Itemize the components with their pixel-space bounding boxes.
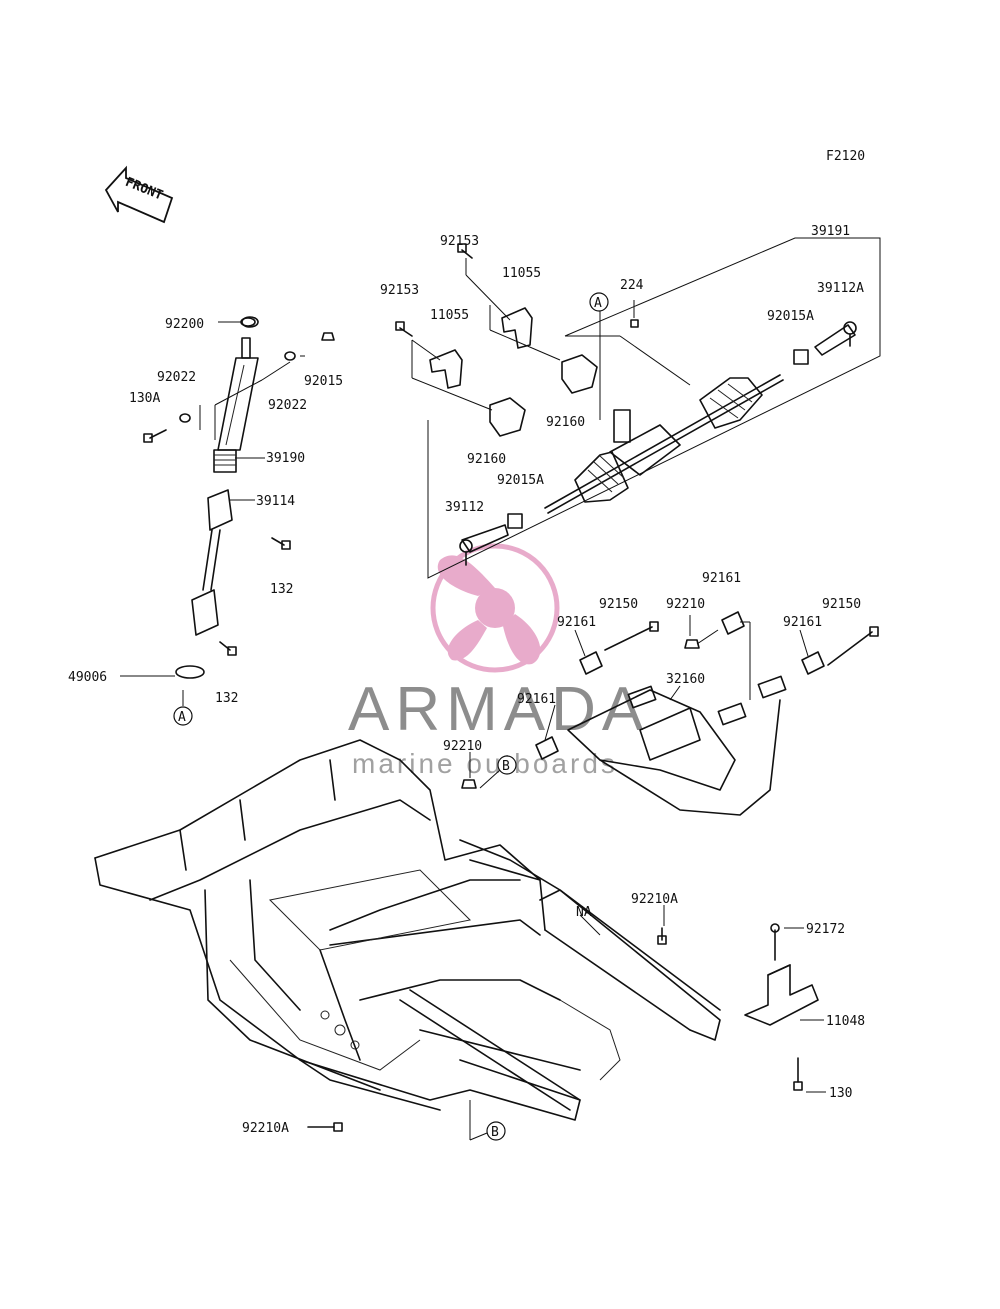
label-39190: 39190 bbox=[266, 451, 305, 466]
callout-b-mid: B bbox=[497, 755, 517, 775]
label-92161-right: 92161 bbox=[783, 615, 822, 630]
label-92161-left: 92161 bbox=[557, 615, 596, 630]
label-39112: 39112 bbox=[445, 500, 484, 515]
label-92161-top: 92161 bbox=[702, 571, 741, 586]
label-92150-right: 92150 bbox=[822, 597, 861, 612]
label-92015A-right: 92015A bbox=[767, 309, 814, 324]
label-39112A: 39112A bbox=[817, 281, 864, 296]
callout-b-bottom: B bbox=[469, 1100, 506, 1141]
main-frame bbox=[94, 739, 721, 1121]
label-92210A-left: 92210A bbox=[242, 1121, 289, 1136]
label-39114: 39114 bbox=[256, 494, 295, 509]
label-130: 130 bbox=[829, 1086, 852, 1101]
label-11055-left: 11055 bbox=[430, 308, 469, 323]
bracket-11048 bbox=[744, 923, 826, 1093]
steering-rack-assembly bbox=[395, 237, 881, 579]
callout-a-top: A bbox=[589, 292, 609, 312]
svg-text:A: A bbox=[594, 296, 602, 311]
label-NA: NA bbox=[576, 905, 592, 920]
part-labels: 39191 92153 11055 92153 224 39112A 11055… bbox=[68, 224, 865, 1136]
callout-a-bottom: A bbox=[173, 706, 193, 726]
svg-text:A: A bbox=[178, 710, 186, 725]
label-132-top: 132 bbox=[270, 582, 293, 597]
svg-text:B: B bbox=[491, 1125, 499, 1140]
label-49006: 49006 bbox=[68, 670, 107, 685]
label-224: 224 bbox=[620, 278, 644, 293]
label-11055-top: 11055 bbox=[502, 266, 541, 281]
label-92015A-left: 92015A bbox=[497, 473, 544, 488]
label-92200: 92200 bbox=[165, 317, 204, 332]
bushings-and-bolts bbox=[461, 611, 879, 789]
label-130A: 130A bbox=[129, 391, 160, 406]
label-92210A-right: 92210A bbox=[631, 892, 678, 907]
label-92210-top: 92210 bbox=[666, 597, 705, 612]
label-92160-left: 92160 bbox=[467, 452, 506, 467]
label-32160: 32160 bbox=[666, 672, 705, 687]
label-11048: 11048 bbox=[826, 1014, 865, 1029]
svg-text:B: B bbox=[502, 759, 510, 774]
label-92161-bottom: 92161 bbox=[517, 692, 556, 707]
watermark-subtitle: marine outboards bbox=[352, 748, 618, 779]
label-39191: 39191 bbox=[811, 224, 850, 239]
steering-column-assembly bbox=[120, 316, 335, 706]
label-92160-right: 92160 bbox=[546, 415, 585, 430]
steering-bracket-32160 bbox=[567, 675, 787, 816]
label-92015: 92015 bbox=[304, 374, 343, 389]
watermark-logo bbox=[430, 543, 560, 673]
label-92210-bottom: 92210 bbox=[443, 739, 482, 754]
label-92022-right: 92022 bbox=[268, 398, 307, 413]
bolts-92210A bbox=[307, 905, 667, 1132]
watermark-title: ARMADA bbox=[348, 675, 649, 744]
label-92150-left: 92150 bbox=[599, 597, 638, 612]
label-132-bottom: 132 bbox=[215, 691, 238, 706]
label-92153-top: 92153 bbox=[440, 234, 479, 249]
front-arrow-icon: FRONT bbox=[104, 165, 174, 224]
label-92022-left: 92022 bbox=[157, 370, 196, 385]
label-92153-left: 92153 bbox=[380, 283, 419, 298]
figure-code: F2120 bbox=[826, 149, 865, 164]
label-92172: 92172 bbox=[806, 922, 845, 937]
